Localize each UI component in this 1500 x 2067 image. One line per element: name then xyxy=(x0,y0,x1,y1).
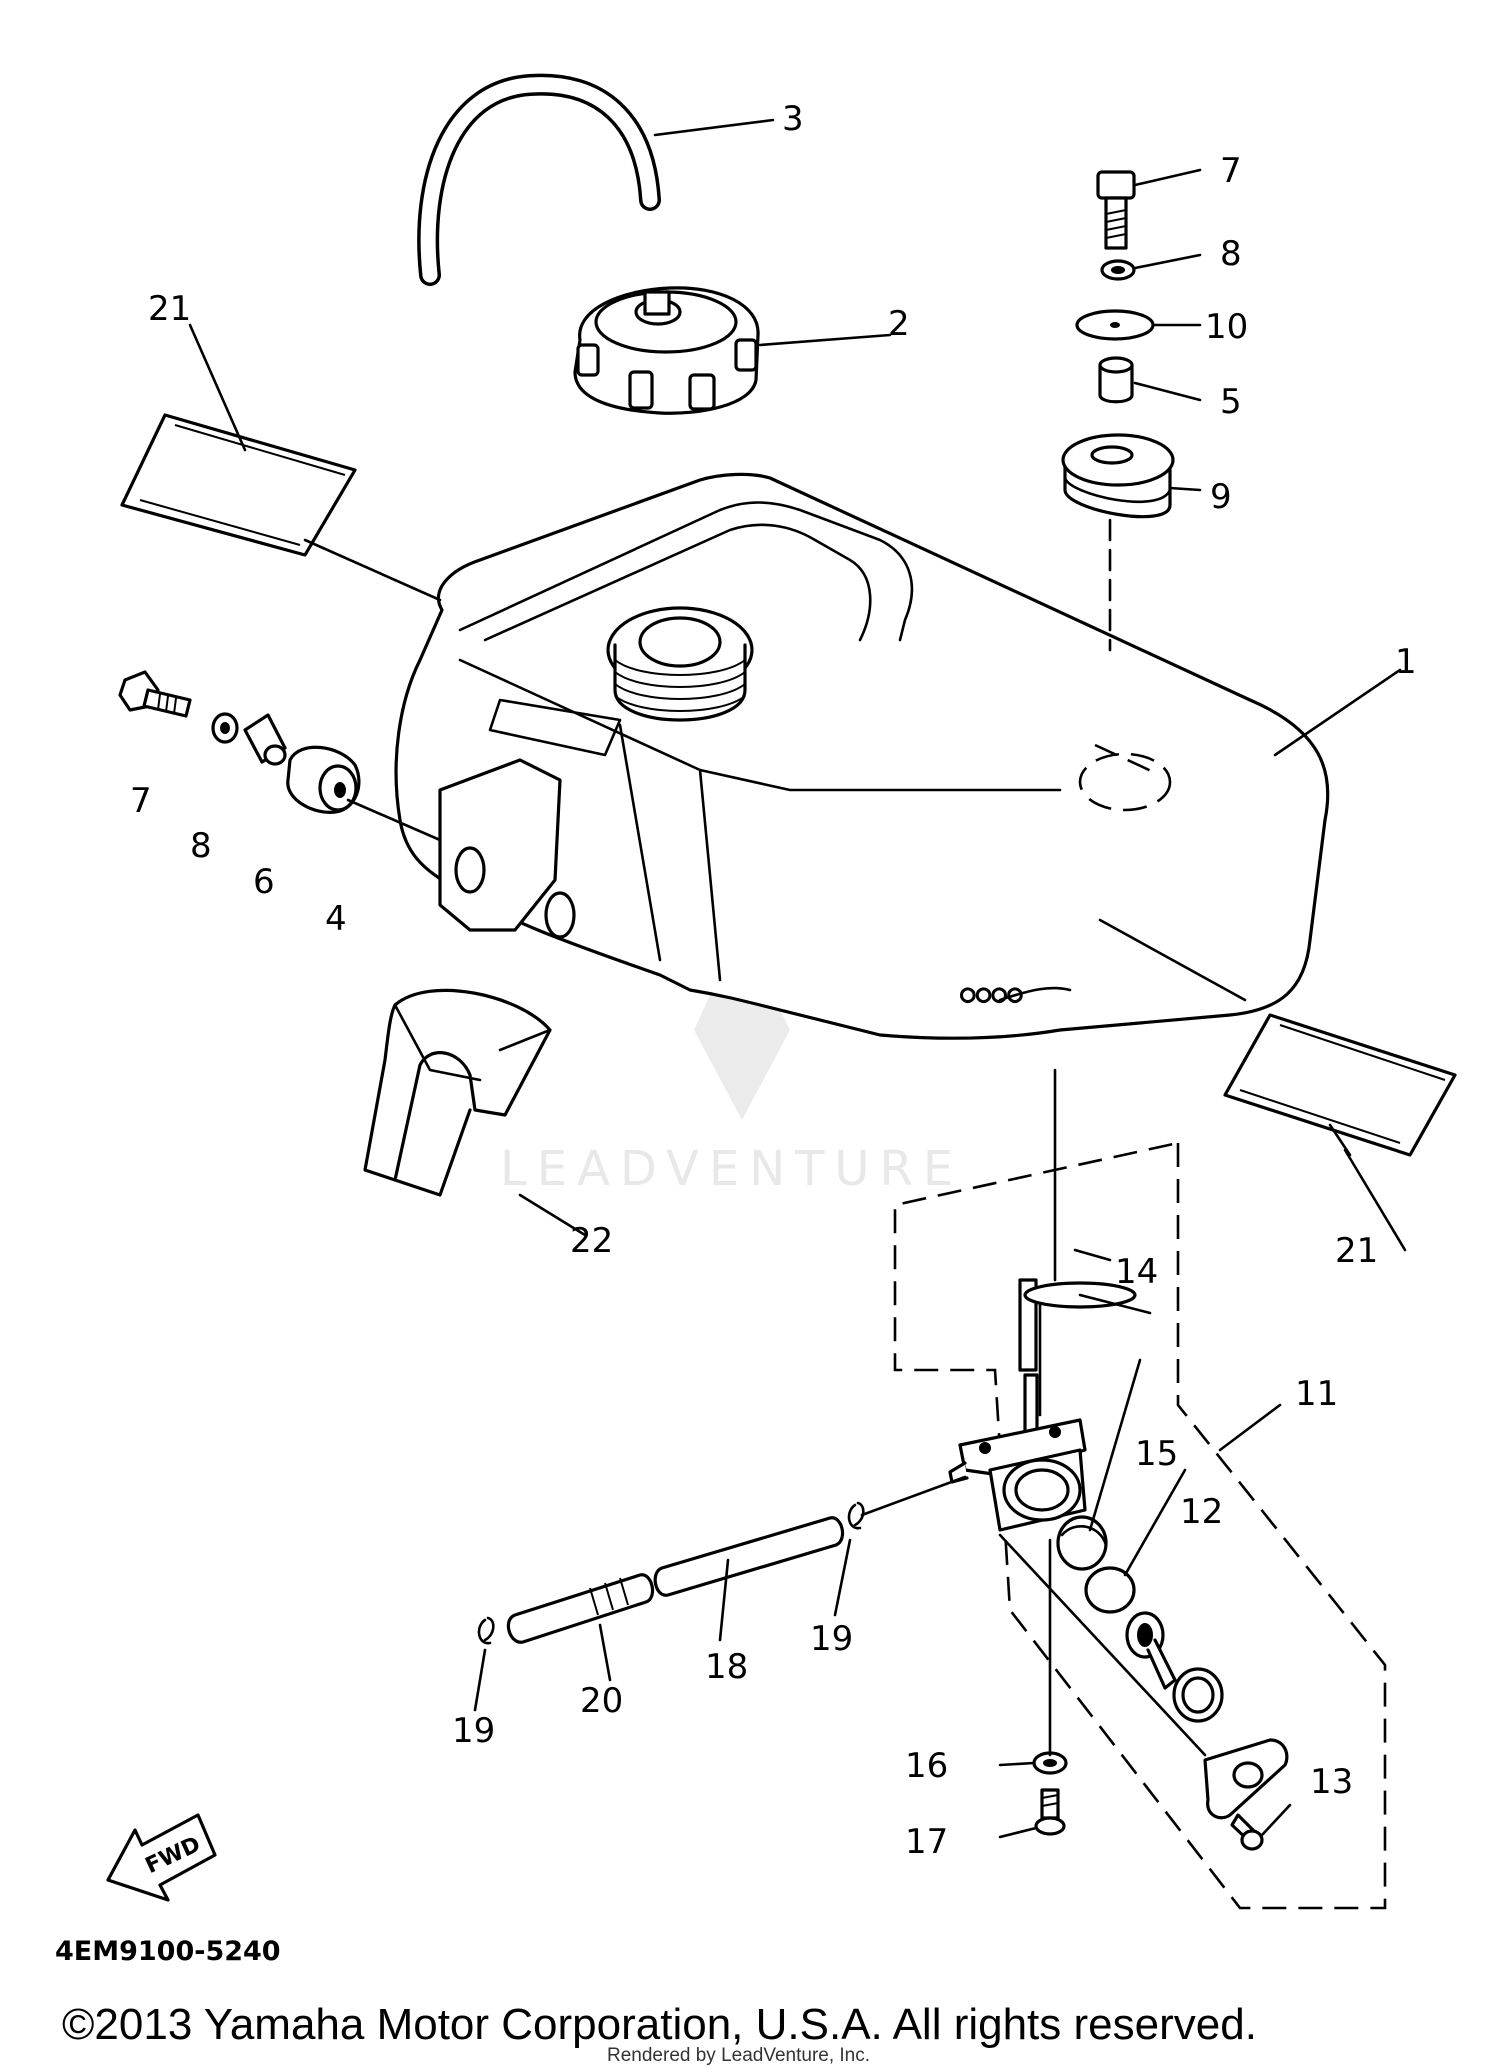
callout-15: 15 xyxy=(1135,1434,1178,1474)
callout-13: 13 xyxy=(1310,1762,1353,1802)
hose-clip-right xyxy=(847,1501,865,1530)
callout-22: 22 xyxy=(570,1221,613,1261)
callout-2: 2 xyxy=(888,304,910,344)
hose-clip-left xyxy=(477,1616,495,1645)
callout-11: 11 xyxy=(1295,1374,1338,1414)
decal-right xyxy=(1223,1013,1457,1157)
callout-6: 6 xyxy=(253,862,275,902)
plate-washer xyxy=(1075,309,1155,341)
callout-14: 14 xyxy=(1115,1252,1158,1292)
screw xyxy=(1230,1813,1264,1851)
callout-3: 3 xyxy=(782,99,804,139)
collar xyxy=(1098,356,1134,404)
left-collar xyxy=(243,713,287,766)
callout-1: 1 xyxy=(1395,642,1417,682)
hose-joint xyxy=(506,1573,655,1644)
svg-text:○○○○: ○○○○ xyxy=(960,984,1023,1005)
left-damper xyxy=(286,745,361,814)
callout-8-upper: 8 xyxy=(1220,234,1242,274)
lever xyxy=(1056,1515,1108,1571)
diagram-code: 4EM9100-5240 xyxy=(55,1936,281,1967)
fuel-tank: ○○○○ xyxy=(394,472,1330,1040)
watermark-text: LEADVENTURE xyxy=(500,1141,963,1197)
callout-20: 20 xyxy=(580,1681,623,1721)
callout-19-right: 19 xyxy=(810,1619,853,1659)
callout-5: 5 xyxy=(1220,382,1242,422)
fuel-cock-assembly-outline xyxy=(893,1141,1387,1910)
copyright-notice: ©2013 Yamaha Motor Corporation, U.S.A. A… xyxy=(62,2000,1257,2049)
left-washer xyxy=(211,712,239,744)
upper-bolt xyxy=(1096,170,1136,250)
callout-18: 18 xyxy=(705,1647,748,1687)
callout-21-right: 21 xyxy=(1335,1231,1378,1271)
callout-17: 17 xyxy=(905,1822,948,1862)
cock-gasket xyxy=(1172,1667,1224,1723)
hose-protector xyxy=(363,988,552,1197)
callout-16: 16 xyxy=(905,1746,948,1786)
rendered-by-notice: Rendered by LeadVenture, Inc. xyxy=(607,2045,871,2066)
upper-washer xyxy=(1100,259,1136,281)
callout-10: 10 xyxy=(1205,307,1248,347)
callout-9: 9 xyxy=(1210,477,1232,517)
fuel-cap xyxy=(573,286,760,415)
callout-19-left: 19 xyxy=(452,1711,495,1751)
callout-7-left: 7 xyxy=(130,781,152,821)
cock-plate xyxy=(1203,1738,1289,1820)
callout-7-upper: 7 xyxy=(1220,151,1242,191)
damper xyxy=(1061,433,1175,519)
fwd-arrow-icon: FWD xyxy=(106,1813,217,1902)
callout-12: 12 xyxy=(1180,1492,1223,1532)
drain-screw xyxy=(1034,1788,1066,1836)
callout-8-left: 8 xyxy=(190,826,212,866)
cock-packing xyxy=(1125,1611,1177,1690)
leader-lines xyxy=(188,118,1407,1839)
o-ring xyxy=(1084,1566,1136,1614)
callout-21-left: 21 xyxy=(148,289,191,329)
fuel-cock xyxy=(948,1278,1087,1532)
callouts: 1 2 3 7 8 10 5 9 21 7 8 6 4 22 21 14 11 … xyxy=(130,99,1417,1862)
leadventure-watermark: LEADVENTURE xyxy=(500,930,963,1197)
decal-left xyxy=(120,413,357,557)
breather-hose xyxy=(417,73,661,286)
callout-4: 4 xyxy=(325,899,347,939)
fuel-hose xyxy=(653,1516,845,1597)
left-bolt xyxy=(118,670,192,718)
